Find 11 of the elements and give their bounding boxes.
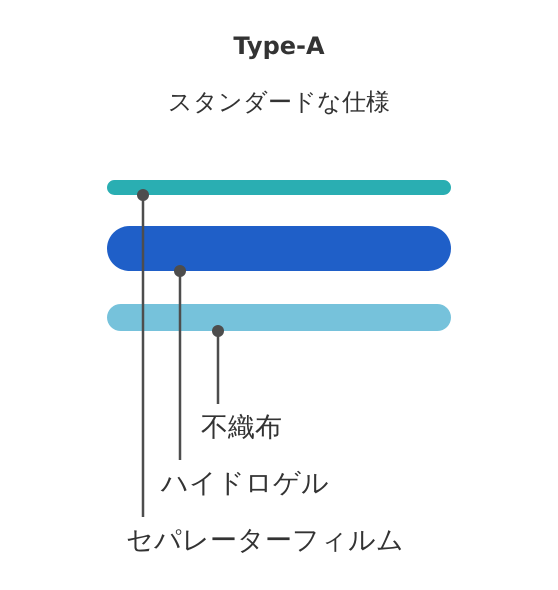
leader-line — [174, 265, 186, 460]
subtitle: スタンダードな仕様 — [167, 87, 391, 118]
layer-label: セパレーターフィルム — [126, 525, 404, 558]
leader-line — [137, 189, 149, 517]
layer-bar — [107, 180, 451, 195]
leader-line — [212, 325, 224, 404]
layer-bar — [107, 226, 451, 271]
layer-label: 不織布 — [201, 412, 282, 444]
layer-label: ハイドロゲル — [161, 468, 329, 500]
layer-bar — [107, 304, 451, 331]
title: Type-A — [232, 32, 326, 60]
